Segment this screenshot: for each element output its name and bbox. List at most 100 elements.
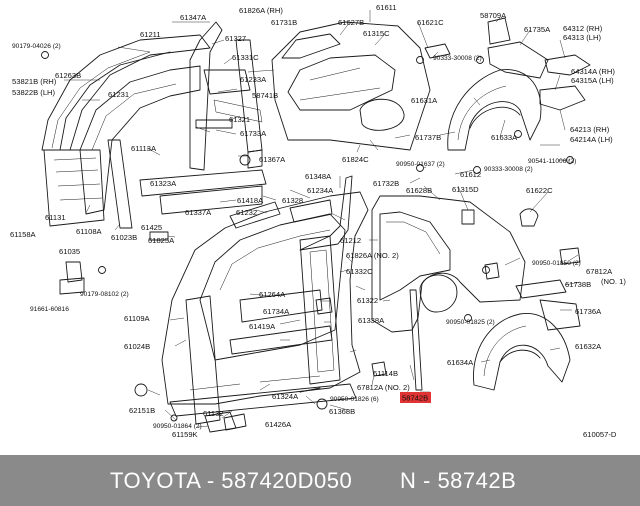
label-61338A: 61338A bbox=[358, 316, 385, 325]
label-61731B: 61731B bbox=[271, 18, 297, 27]
label-61324A: 61324A bbox=[272, 392, 299, 401]
label-90179-04026: 90179-04026 (2) bbox=[12, 43, 61, 50]
label-61628B: 61628B bbox=[406, 186, 432, 195]
label-61634A: 61634A bbox=[447, 358, 474, 367]
label-61367A: 61367A bbox=[259, 155, 286, 164]
label-61612: 61612 bbox=[460, 170, 481, 179]
label-53822B-LH: 53822B (LH) bbox=[12, 88, 56, 97]
highlight-box bbox=[400, 392, 431, 403]
label-61737B: 61737B bbox=[415, 133, 441, 142]
label-61327: 61327 bbox=[225, 34, 246, 43]
label-61035: 61035 bbox=[59, 247, 80, 256]
label-61425: 61425 bbox=[141, 223, 162, 232]
label-61426A: 61426A bbox=[265, 420, 292, 429]
label-61114B: 61114B bbox=[373, 369, 398, 378]
diagram-ref-code: 610057-D bbox=[583, 430, 617, 439]
caption-part-number: TOYOTA - 587420D050 bbox=[110, 468, 353, 493]
label-61347A: 61347A bbox=[180, 13, 207, 22]
label-61733A: 61733A bbox=[240, 129, 267, 138]
label-highlighted-part[interactable]: 58742B bbox=[402, 394, 428, 403]
label-61332C: 61332C bbox=[346, 267, 373, 276]
label-61622C: 61622C bbox=[526, 186, 553, 195]
front-pillar-part bbox=[79, 65, 201, 215]
label-64312-RH: 64312 (RH) bbox=[563, 24, 603, 33]
part-labels: 61347A 61826A (RH) 61731B 61611 61627B 6… bbox=[10, 3, 626, 439]
label-61738B: 61738B bbox=[565, 280, 591, 289]
label-61418A: 61418A bbox=[237, 196, 264, 205]
label-61734A: 61734A bbox=[263, 307, 290, 316]
label-61323A: 61323A bbox=[150, 179, 177, 188]
label-62151B: 62151B bbox=[129, 406, 155, 415]
label-61231: 61231 bbox=[108, 90, 129, 99]
label-61023B: 61023B bbox=[111, 233, 137, 242]
quarter-panel-outer-part bbox=[371, 195, 526, 333]
part-drawings bbox=[41, 17, 591, 433]
label-58741B: 58741B bbox=[252, 91, 278, 100]
label-64314A-RH: 64314A (RH) bbox=[571, 67, 615, 76]
label-90950-01637: 90950-01637 (2) bbox=[396, 161, 445, 168]
label-no1: (NO. 1) bbox=[601, 277, 626, 286]
label-61159K: 61159K bbox=[172, 430, 198, 439]
label-61348A: 61348A bbox=[305, 172, 332, 181]
label-61368B: 61368B bbox=[329, 407, 355, 416]
label-61627B: 61627B bbox=[338, 18, 364, 27]
rear-wheelhouse-part bbox=[473, 313, 571, 391]
label-58709A: 58709A bbox=[480, 11, 507, 20]
label-61212: 61212 bbox=[340, 236, 361, 245]
label-61419A: 61419A bbox=[249, 322, 276, 331]
label-67812A-right: 67812A bbox=[586, 267, 613, 276]
label-61131: 61131 bbox=[45, 213, 66, 222]
label-61736A: 61736A bbox=[575, 307, 602, 316]
label-61109A: 61109A bbox=[124, 314, 151, 323]
label-90333-30008-top: 90333-30008 (2) bbox=[433, 55, 482, 62]
label-90333-30008-mid: 90333-30008 (2) bbox=[484, 166, 533, 173]
label-61322: 61322 bbox=[357, 296, 378, 305]
roof-side-rail-part bbox=[41, 34, 211, 151]
label-61321: 61321 bbox=[229, 115, 250, 124]
label-90950-01825: 90950-01825 (2) bbox=[446, 319, 495, 326]
label-61631A: 61631A bbox=[411, 96, 438, 105]
leader-lines bbox=[64, 10, 581, 428]
label-61264A: 61264A bbox=[259, 290, 286, 299]
label-61824C: 61824C bbox=[342, 155, 369, 164]
label-61331C: 61331C bbox=[232, 53, 259, 62]
center-pillar-upper-part bbox=[189, 21, 223, 171]
label-61315C: 61315C bbox=[363, 29, 390, 38]
label-61328: 61328 bbox=[282, 196, 303, 205]
label-64313-LH: 64313 (LH) bbox=[563, 33, 601, 42]
label-61233A: 61233A bbox=[240, 75, 267, 84]
caption-bar: TOYOTA - 587420D050 N - 58742B bbox=[0, 455, 640, 506]
wheelhouse-outer-part bbox=[447, 69, 542, 151]
label-61735A: 61735A bbox=[524, 25, 551, 34]
body-side-outer-part bbox=[161, 191, 369, 405]
label-61108A: 61108A bbox=[76, 227, 103, 236]
label-67812A-NO2: 67812A (NO. 2) bbox=[357, 383, 410, 392]
label-90950-01826: 90950-01826 (6) bbox=[330, 396, 379, 403]
label-61158A: 61158A bbox=[10, 230, 37, 239]
label-53821B-RH: 53821B (RH) bbox=[12, 77, 57, 86]
label-61611: 61611 bbox=[376, 3, 397, 12]
label-61263B: 61263B bbox=[55, 71, 81, 80]
label-61113A: 61113A bbox=[131, 144, 157, 153]
label-61826A-NO2: 61826A (NO. 2) bbox=[346, 251, 399, 260]
label-61211: 61211 bbox=[140, 30, 161, 39]
quarter-panel-upper-part bbox=[271, 21, 431, 151]
label-91661-60816: 91661-60816 bbox=[30, 306, 69, 313]
label-61633A: 61633A bbox=[491, 133, 518, 142]
label-61632A: 61632A bbox=[575, 342, 602, 351]
label-61132: 61132 bbox=[203, 409, 224, 418]
label-90541-11006: 90541-11006 (2) bbox=[528, 158, 576, 165]
label-61337A: 61337A bbox=[185, 208, 212, 217]
label-61234A: 61234A bbox=[307, 186, 334, 195]
label-64214A-LH: 64214A (LH) bbox=[570, 135, 613, 144]
center-pillar-part bbox=[299, 235, 341, 385]
label-90950-01850: 90950-01850 (2) bbox=[532, 260, 581, 267]
parts-diagram-svg: 61347A 61826A (RH) 61731B 61611 61627B 6… bbox=[10, 3, 626, 439]
rocker-inner-part bbox=[159, 185, 263, 215]
label-61621C: 61621C bbox=[417, 18, 444, 27]
label-90950-01864: 90950-01864 (2) bbox=[153, 423, 202, 430]
caption-diagram-ref: N - 58742B bbox=[400, 468, 517, 493]
label-90179-08102: 90179-08102 (2) bbox=[80, 291, 129, 298]
label-61024B: 61024B bbox=[124, 342, 150, 351]
label-61825A: 61825A bbox=[148, 236, 175, 245]
